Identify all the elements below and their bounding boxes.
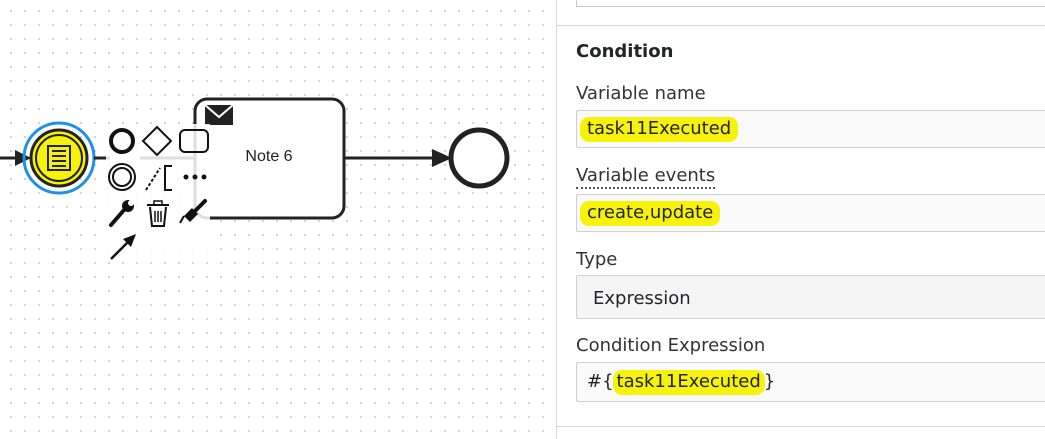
connect-arrow-icon[interactable]: [110, 234, 136, 260]
end-event[interactable]: [448, 127, 510, 189]
variable-events-input[interactable]: create,update: [576, 194, 1045, 232]
paint-brush-icon[interactable]: [179, 199, 207, 224]
section-separator-bottom: [557, 426, 1045, 427]
conditional-document-icon: [47, 145, 71, 171]
flow-to-end-arrow: [432, 149, 452, 167]
expression-highlight: task11Executed: [613, 371, 764, 394]
variable-events-value: create,update: [581, 202, 720, 225]
type-selected-value: Expression: [593, 288, 691, 309]
type-label: Type: [576, 249, 618, 270]
association-icon[interactable]: [145, 167, 161, 191]
text-annotation-icon[interactable]: [164, 165, 172, 191]
section-title: Condition: [576, 41, 674, 62]
intermediate-event-icon[interactable]: [108, 163, 136, 191]
variable-events-label: Variable events: [576, 165, 716, 189]
bpmn-canvas[interactable]: Note 6: [0, 0, 556, 439]
previous-field-edge: [576, 0, 1045, 7]
conditional-event-inner: [35, 134, 83, 182]
variable-name-input[interactable]: task11Executed: [576, 110, 1045, 148]
expression-suffix: }: [763, 371, 776, 392]
expression-prefix: #{: [587, 371, 614, 392]
condition-expression-input[interactable]: #{task11Executed}: [576, 362, 1045, 402]
condition-expression-value: #{task11Executed}: [587, 371, 776, 394]
panel-divider[interactable]: [556, 0, 557, 439]
task-icon[interactable]: [179, 129, 209, 153]
trash-icon[interactable]: [147, 200, 169, 227]
diagram-svg: [0, 97, 510, 262]
wrench-icon[interactable]: [109, 200, 134, 227]
envelope-icon: [204, 104, 234, 125]
condition-expression-label: Condition Expression: [576, 335, 766, 356]
variable-name-value: task11Executed: [581, 118, 738, 141]
task-label: Note 6: [245, 148, 293, 165]
context-pad: [106, 124, 210, 262]
variable-name-label: Variable name: [576, 83, 706, 104]
properties-panel: Condition Variable name task11Executed V…: [557, 0, 1045, 439]
more-icon[interactable]: [183, 174, 207, 180]
section-separator: [557, 25, 1045, 26]
gateway-icon[interactable]: [141, 125, 173, 157]
end-event-icon[interactable]: [109, 128, 135, 154]
type-select[interactable]: Expression: [576, 275, 1045, 319]
